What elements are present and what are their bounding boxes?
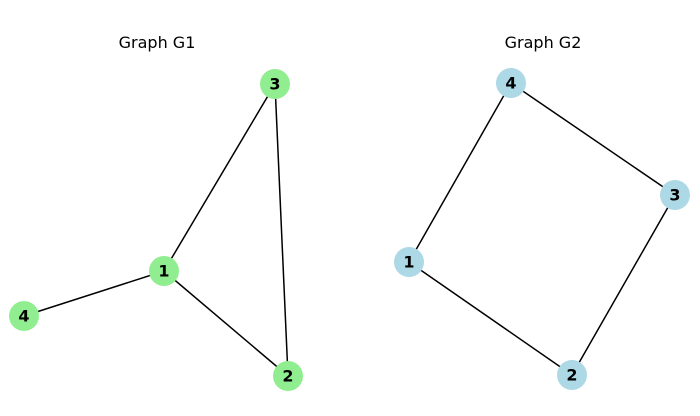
- edge-g1-1-3: [163, 83, 276, 272]
- edge-g2-4-1: [408, 82, 512, 263]
- graph-g1-title: Graph G1: [118, 33, 196, 52]
- node-g1-4: [9, 301, 39, 331]
- edge-g1-1-2: [163, 270, 289, 377]
- node-g2-2: [557, 360, 587, 390]
- edge-g2-3-4: [510, 82, 676, 196]
- node-g1-3: [260, 69, 290, 99]
- graph-g2-title: Graph G2: [504, 33, 582, 52]
- edge-g1-2-3: [274, 83, 289, 377]
- node-g1-2: [273, 361, 303, 391]
- node-g2-1: [394, 247, 424, 277]
- node-g2-4: [496, 68, 526, 98]
- edge-g2-1-2: [408, 261, 573, 376]
- edge-g2-2-3: [571, 194, 676, 376]
- node-g2-3: [660, 180, 690, 210]
- edge-g1-1-4: [23, 270, 165, 317]
- node-g1-1: [149, 256, 179, 286]
